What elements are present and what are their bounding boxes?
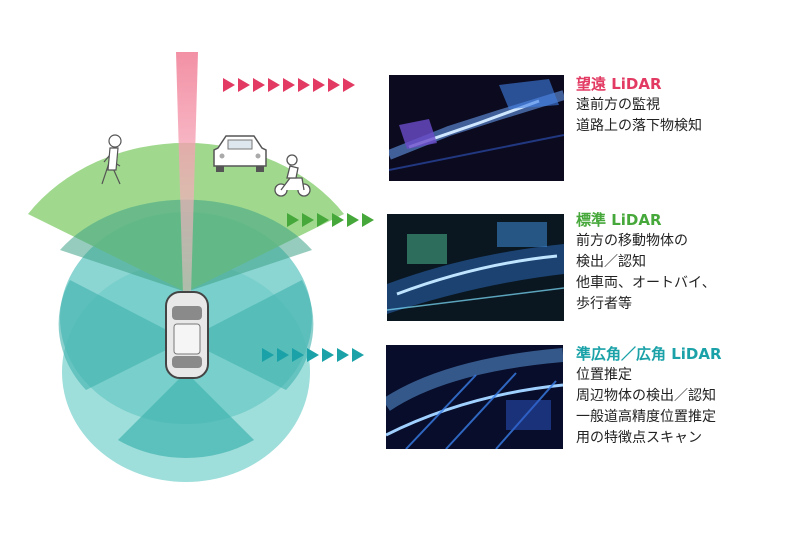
arrow-icon — [238, 78, 250, 92]
arrow-icon — [352, 348, 364, 362]
wide-description: 準広角／広角 LiDAR 位置推定 周辺物体の検出／認知 一般道高精度位置推定 … — [576, 344, 800, 449]
motorcycle-icon — [274, 154, 311, 197]
long-range-line-1: 遠前方の監視 — [576, 97, 660, 113]
wide-line-2: 周辺物体の検出／認知 — [576, 388, 716, 404]
arrow-icon — [313, 78, 325, 92]
long-range-pointcloud-image — [389, 75, 564, 181]
arrow-icon — [298, 78, 310, 92]
arrow-icon — [328, 78, 340, 92]
wide-coverage-side-right — [186, 280, 314, 390]
arrow-icon — [223, 78, 235, 92]
wide-line-4: 用の特徴点スキャン — [576, 430, 702, 446]
arrow-icon — [337, 348, 349, 362]
standard-line-3: 他車両、オートバイ、 — [576, 275, 716, 291]
pedestrian-icon — [101, 134, 122, 185]
arrow-icon — [292, 348, 304, 362]
long-range-arrows — [223, 78, 355, 92]
arrow-icon — [262, 348, 274, 362]
wide-coverage-rear — [118, 372, 254, 459]
arrow-icon — [322, 348, 334, 362]
arrow-icon — [347, 213, 359, 227]
arrow-icon — [362, 213, 374, 227]
standard-line-2: 検出／認知 — [576, 254, 646, 270]
standard-pointcloud-image — [387, 214, 564, 321]
standard-title: 標準 LiDAR — [576, 211, 662, 229]
standard-arrows — [287, 213, 374, 227]
wide-pointcloud-image — [386, 345, 563, 449]
wide-title: 準広角／広角 LiDAR — [576, 345, 722, 363]
wide-arrows — [262, 348, 364, 362]
arrow-icon — [317, 213, 329, 227]
arrow-icon — [307, 348, 319, 362]
arrow-icon — [268, 78, 280, 92]
long-range-title: 望遠 LiDAR — [576, 75, 662, 93]
arrow-icon — [343, 78, 355, 92]
standard-line-4: 歩行者等 — [576, 296, 632, 312]
standard-description: 標準 LiDAR 前方の移動物体の 検出／認知 他車両、オートバイ、 歩行者等 — [576, 210, 800, 315]
arrow-icon — [287, 213, 299, 227]
ego-vehicle-icon — [165, 291, 209, 379]
long-range-description: 望遠 LiDAR 遠前方の監視 道路上の落下物検知 — [576, 74, 800, 137]
standard-line-1: 前方の移動物体の — [576, 233, 688, 249]
arrow-icon — [253, 78, 265, 92]
arrow-icon — [302, 213, 314, 227]
wide-coverage-side-left — [58, 280, 187, 390]
arrow-icon — [283, 78, 295, 92]
wide-line-3: 一般道高精度位置推定 — [576, 409, 716, 425]
arrow-icon — [332, 213, 344, 227]
car-icon — [213, 135, 267, 172]
long-range-line-2: 道路上の落下物検知 — [576, 118, 702, 134]
arrow-icon — [277, 348, 289, 362]
long-range-beam — [176, 52, 198, 295]
wide-line-1: 位置推定 — [576, 367, 632, 383]
